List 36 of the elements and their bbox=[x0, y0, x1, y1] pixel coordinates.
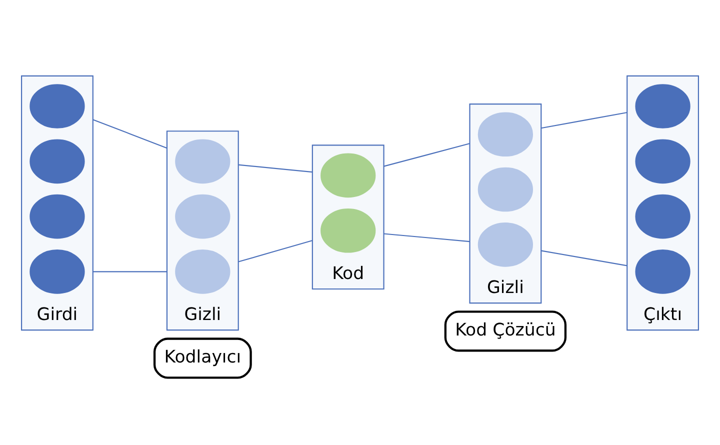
node-circle bbox=[478, 222, 534, 267]
node-circle bbox=[175, 139, 230, 184]
node-circle bbox=[30, 250, 85, 294]
connector bbox=[541, 250, 628, 266]
node-label: Gizli bbox=[184, 305, 222, 326]
node-label: Kod bbox=[332, 264, 364, 284]
node-circle bbox=[635, 139, 690, 184]
node-circle bbox=[635, 194, 690, 239]
node-label: Çıktı bbox=[644, 305, 682, 326]
node-circle bbox=[30, 194, 85, 239]
cluster bbox=[21, 75, 94, 331]
node-circle bbox=[635, 84, 690, 128]
node-circle bbox=[175, 194, 230, 239]
cluster bbox=[166, 130, 239, 331]
connector bbox=[238, 240, 313, 262]
connector bbox=[92, 271, 167, 272]
cluster bbox=[626, 75, 699, 331]
cluster bbox=[312, 144, 384, 290]
connector bbox=[541, 112, 628, 129]
cluster bbox=[469, 104, 542, 304]
connector bbox=[384, 233, 470, 242]
node-circle bbox=[175, 250, 230, 294]
node-label: Girdi bbox=[36, 305, 78, 326]
connector bbox=[384, 143, 470, 167]
node-circle bbox=[635, 250, 690, 294]
node-circle bbox=[320, 208, 376, 253]
node-box: Kod Çözücü bbox=[444, 310, 567, 352]
node-circle bbox=[30, 84, 85, 128]
node-circle bbox=[478, 167, 534, 212]
node-circle bbox=[478, 112, 534, 157]
node-circle bbox=[320, 153, 376, 198]
node-box: Kodlayıcı bbox=[153, 338, 252, 379]
node-label: Gizli bbox=[486, 278, 524, 298]
connector bbox=[92, 119, 168, 149]
node-circle bbox=[30, 139, 85, 184]
connector bbox=[238, 164, 312, 173]
